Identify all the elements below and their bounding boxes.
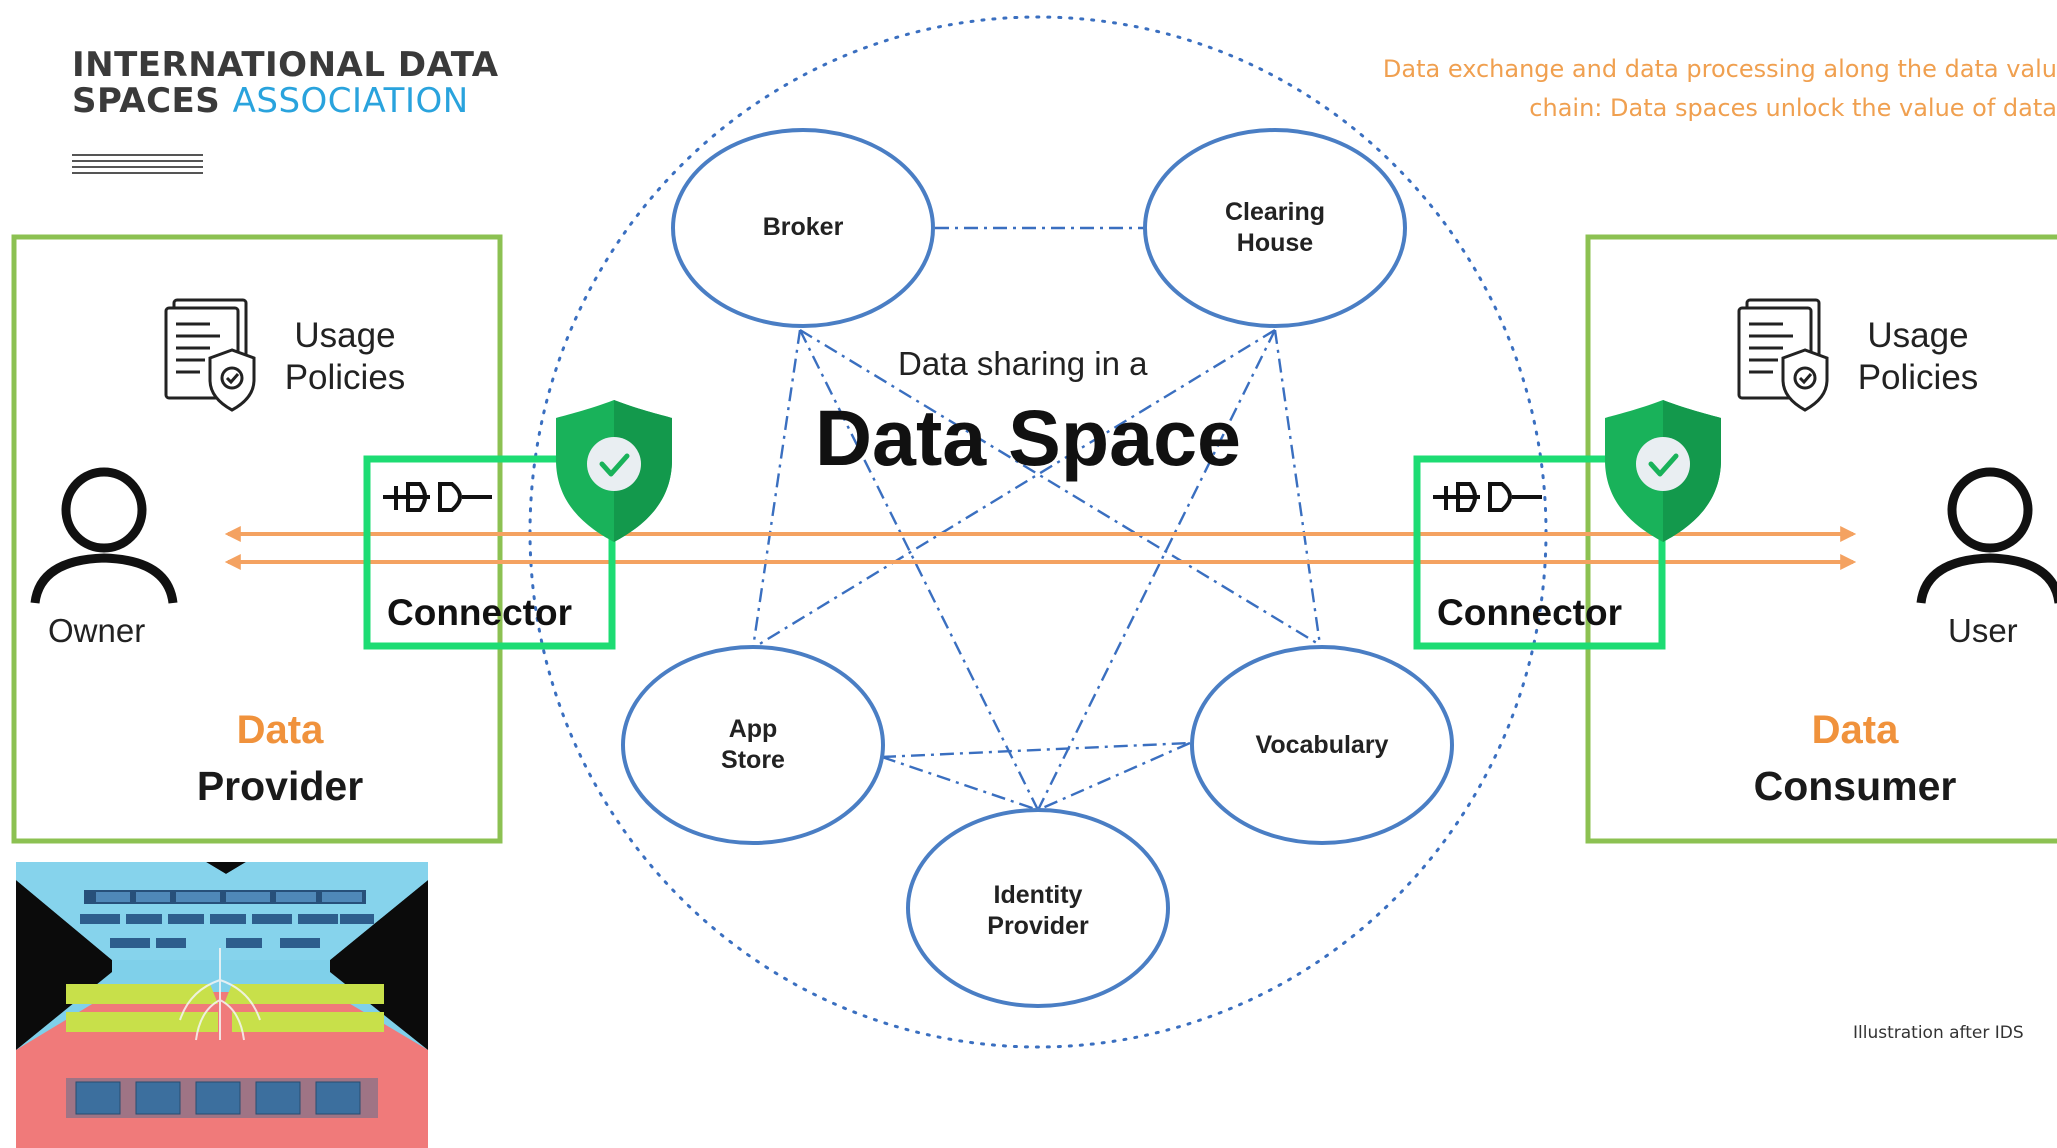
plug-icon	[383, 482, 492, 512]
provider-policies-line2: Policies	[284, 358, 406, 397]
vocabulary-label: Vocabulary	[1255, 731, 1389, 759]
data-flow-arrows	[224, 526, 1857, 570]
identity-provider-line2: Provider	[987, 912, 1089, 940]
user-label: User	[1948, 612, 2018, 649]
person-icon	[30, 467, 178, 604]
consumer-policies-line1: Usage	[1867, 316, 1969, 355]
clearing-house-label: Clearing House	[1175, 197, 1375, 259]
provider-connector-label: Connector	[387, 592, 572, 633]
logo-line2: SPACES ASSOCIATION	[72, 84, 469, 118]
shield-check-icon	[556, 400, 672, 542]
provider-policies-line1: Usage	[294, 316, 396, 355]
node-connections	[751, 226, 1322, 812]
provider-usage-policies: Usage Policies	[270, 315, 420, 399]
identity-provider-node	[906, 808, 1170, 1008]
app-store-label: App Store	[653, 714, 853, 776]
data-space-title: Data Space	[815, 393, 1241, 482]
app-store-line2: Store	[721, 746, 785, 774]
consumer-connector-box	[1413, 455, 1666, 650]
consumer-policies-line2: Policies	[1857, 358, 1979, 397]
vocabulary-node	[1190, 645, 1454, 845]
architecture-thumbnail	[16, 862, 428, 1148]
logo-association: ASSOCIATION	[232, 81, 469, 121]
logo-stripes	[72, 154, 203, 174]
document-shield-icon	[1737, 298, 1829, 412]
consumer-usage-policies: Usage Policies	[1843, 315, 1993, 399]
identity-provider-line1: Identity	[993, 881, 1083, 909]
person-icon	[1916, 467, 2057, 604]
consumer-role-name: Consumer	[1753, 763, 1957, 809]
broker-label: Broker	[762, 213, 844, 241]
provider-role-data: Data	[236, 708, 324, 752]
consumer-role-data: Data	[1811, 708, 1899, 752]
owner-label: Owner	[48, 612, 146, 649]
plug-icon	[1433, 482, 1542, 512]
clearing-house-node	[1143, 128, 1407, 328]
illustration-credit: Illustration after IDS	[1853, 1023, 2024, 1043]
clearing-house-line1: Clearing	[1224, 198, 1326, 226]
identity-provider-label: Identity Provider	[938, 880, 1138, 942]
tagline-line2: chain: Data spaces unlock the value of d…	[1529, 94, 2057, 122]
provider-role-name: Provider	[196, 763, 364, 809]
tagline: Data exchange and data processing along …	[1383, 50, 2057, 128]
app-store-node	[621, 645, 885, 845]
provider-connector-box	[363, 455, 616, 650]
logo-spaces: SPACES	[72, 81, 221, 121]
broker-node	[671, 128, 935, 328]
clearing-house-line2: House	[1236, 229, 1314, 257]
logo-line1: INTERNATIONAL DATA	[72, 45, 499, 85]
document-shield-icon	[164, 298, 256, 412]
app-store-line1: App	[728, 715, 778, 743]
data-space-subtitle: Data sharing in a	[898, 345, 1148, 382]
consumer-connector-label: Connector	[1437, 592, 1622, 633]
shield-check-icon	[1605, 400, 1721, 542]
tagline-line1: Data exchange and data processing along …	[1382, 55, 2057, 83]
